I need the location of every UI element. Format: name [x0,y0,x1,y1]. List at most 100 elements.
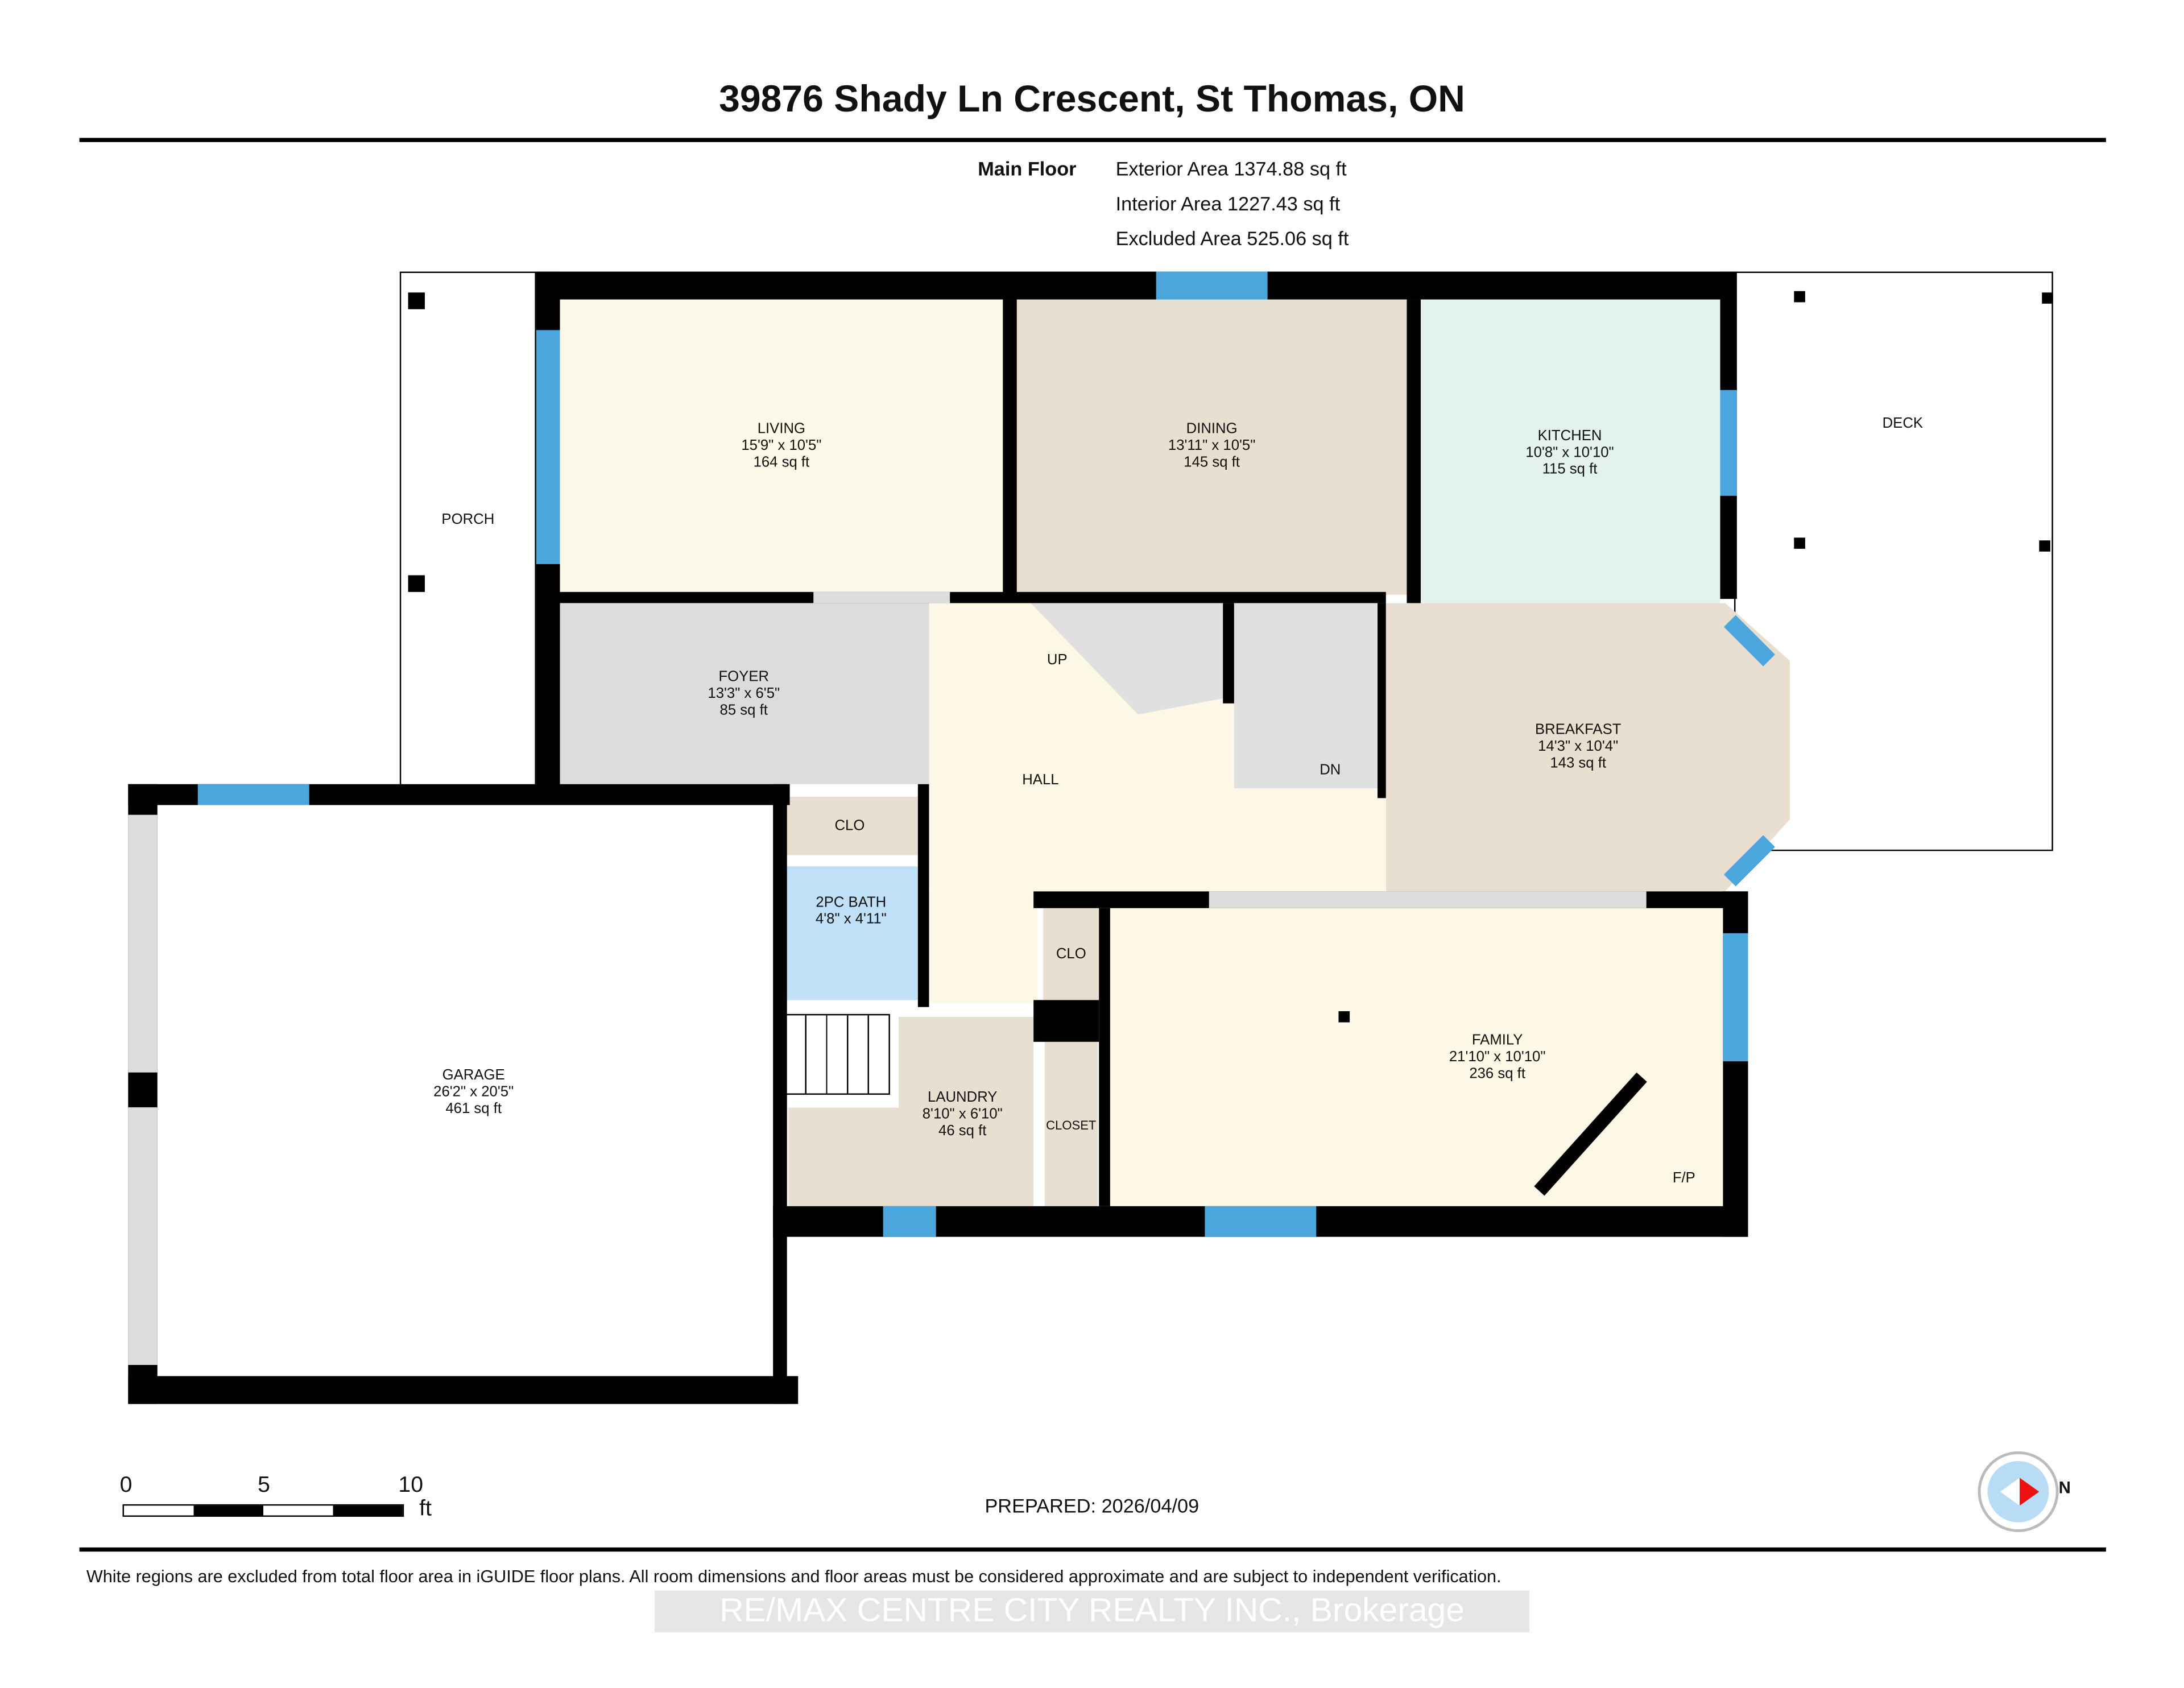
room-bath-text: 2PC BATH 4'8" x 4'11" [816,894,887,928]
wall-garage-east [773,784,787,1404]
scale-tick-10: 10 [398,1474,423,1497]
room-label: BREAKFAST [1534,721,1622,738]
room-family: FAMILY 21'10" x 10'10" 236 sq ft F/P [1110,908,1723,1209]
window [883,1206,936,1237]
room-closet-laundry: CLOSET [1044,1041,1098,1209]
wall-stairs-east [1378,603,1386,799]
wall-stairs [1223,603,1234,704]
room-garage: GARAGE 26'2" x 20'5" 461 sq ft [157,805,774,1368]
room-label-closet: CLOSET [1046,1118,1097,1133]
room-closet-foyer: CLO [781,796,918,855]
room-bath: 2PC BATH 4'8" x 4'11" [784,866,918,1000]
deck-post [1794,291,1805,303]
room-area: 164 sq ft [753,454,810,471]
porch-post [408,575,425,592]
interior-area: Interior Area 1227.43 sq ft [1115,192,1341,215]
room-label: KITCHEN [1537,427,1602,445]
room-family-text: FAMILY 21'10" x 10'10" 236 sq ft [1449,1032,1546,1082]
room-breakfast [1385,603,1790,892]
room-label-porch: PORCH [441,511,495,528]
window [197,784,309,805]
excluded-area: Excluded Area 525.06 sq ft [1115,227,1349,250]
room-label: LIVING [757,420,806,437]
garage-door-2[interactable] [128,1107,158,1366]
room-area: 143 sq ft [1550,755,1607,772]
window [536,330,560,564]
garage-stairs[interactable] [784,1013,890,1095]
compass-arrow-north-icon [2020,1478,2040,1506]
footer-divider [79,1547,2106,1552]
room-label: GARAGE [442,1066,505,1084]
room-area: 46 sq ft [938,1122,987,1140]
room-dimensions: 26'2" x 20'5" [433,1083,514,1100]
room-kitchen: KITCHEN 10'8" x 10'10" 115 sq ft [1420,299,1720,603]
wall-bath-east [917,784,929,1007]
disclaimer: White regions are excluded from total fl… [86,1567,1502,1587]
room-label: DINING [1186,420,1238,437]
room-foyer: FOYER 13'3" x 6'5" 85 sq ft [557,603,929,784]
room-dimensions: 10'8" x 10'10" [1525,444,1614,461]
scale-unit: ft [419,1497,432,1521]
deck-post [2042,292,2053,304]
room-laundry-text: LAUNDRY 8'10" x 6'10" 46 sq ft [923,1089,1003,1139]
room-garage-text: GARAGE 26'2" x 20'5" 461 sq ft [433,1067,514,1117]
room-closet-hall: CLO [1043,908,1099,1000]
room-dimensions: 8'10" x 6'10" [922,1106,1003,1123]
room-kitchen-text: KITCHEN 10'8" x 10'10" 115 sq ft [1525,428,1614,478]
room-dining-text: DINING 13'11" x 10'5" 145 sq ft [1168,421,1255,471]
wall-family-west [1099,908,1110,1206]
room-label-hall: HALL [1022,771,1059,789]
room-area: 85 sq ft [719,702,768,719]
room-dimensions: 4'8" x 4'11" [815,911,887,928]
watermark: RE/MAX CENTRE CITY REALTY INC., Brokerag… [655,1590,1530,1633]
porch-post [408,292,425,309]
room-living: LIVING 15'9" x 10'5" 164 sq ft [560,299,1003,595]
fireplace-label: F/P [1672,1170,1695,1187]
wall-garage-south [128,1376,799,1404]
window [1156,271,1268,300]
room-label-deck: DECK [1882,415,1924,432]
window [1720,390,1737,496]
wall-mid [557,591,1386,603]
wall-living-dining [1003,299,1017,595]
room-hall-lower [929,891,1038,1003]
room-foyer-text: FOYER 13'3" x 6'5" 85 sq ft [708,669,780,719]
room-porch: PORCH [399,271,536,790]
room-area: 145 sq ft [1184,454,1240,471]
column [1338,1011,1350,1023]
compass [1978,1451,2059,1532]
compass-label: N [2058,1478,2071,1497]
room-label: LAUNDRY [928,1089,998,1106]
prepared-date: PREPARED: 2026/04/09 [985,1494,1199,1517]
wall-laundry [1033,1000,1099,1042]
room-dimensions: 13'11" x 10'5" [1168,437,1256,454]
exterior-area: Exterior Area 1374.88 sq ft [1115,157,1347,180]
scale-bar [122,1504,404,1517]
compass-arrow-south [2000,1478,2020,1506]
floor-label: Main Floor [978,157,1077,180]
header-divider [79,138,2106,142]
room-label-clo: CLO [834,817,865,834]
page-title: 39876 Shady Ln Crescent, St Thomas, ON [719,78,1465,120]
garage-door-1[interactable] [128,814,158,1073]
room-area: 461 sq ft [445,1100,502,1118]
room-dimensions: 21'10" x 10'10" [1449,1049,1546,1066]
room-label: FOYER [718,668,770,685]
door-living[interactable] [813,591,950,603]
room-dimensions: 14'3" x 10'4" [1538,738,1619,755]
room-area: 236 sq ft [1469,1065,1525,1082]
deck-post [2039,540,2050,552]
room-breakfast-text: BREAKFAST 14'3" x 10'4" 143 sq ft [1535,722,1621,772]
stairs-down[interactable] [1234,603,1378,789]
room-living-text: LIVING 15'9" x 10'5" 164 sq ft [741,421,821,471]
room-dining: DINING 13'11" x 10'5" 145 sq ft [1016,299,1407,595]
deck-post [1794,537,1805,549]
window [1205,1206,1317,1237]
window [1723,933,1748,1062]
scale-tick-0: 0 [119,1474,133,1497]
scale-tick-5: 5 [258,1474,270,1497]
room-label-clo: CLO [1056,945,1086,963]
wall-north [536,271,1735,300]
room-dimensions: 13'3" x 6'5" [708,685,780,702]
